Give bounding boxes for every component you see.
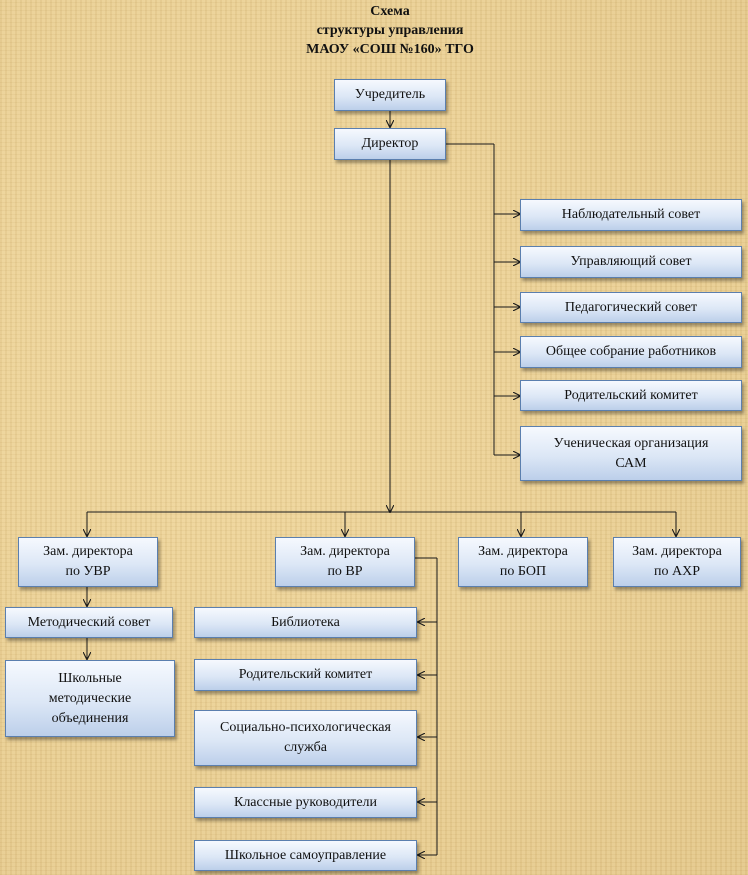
node-governing-board: Управляющий совет: [520, 246, 742, 278]
node-class-teachers-label: Классные руководители: [233, 794, 378, 810]
node-general-meeting-label: Общее собрание работников: [545, 344, 717, 359]
node-deputy-bop-label: Зам. директора по БОП: [478, 544, 568, 579]
node-parent-committee-vr-label: Родительский комитет: [238, 667, 373, 682]
node-founder-label: Учредитель: [354, 87, 426, 102]
node-governing-board-label: Управляющий совет: [570, 254, 692, 269]
diagram-title-line-2: структуры управления: [316, 23, 464, 38]
node-deputy-ahr-label: Зам. директора по АХР: [632, 544, 722, 579]
node-parent-committee-top-label: Родительский комитет: [564, 387, 698, 403]
node-social-psych-service-label: Социально-психологическая служба: [220, 720, 391, 755]
node-deputy-bop: Зам. директора по БОП: [458, 537, 588, 587]
node-founder: Учредитель: [334, 79, 446, 111]
node-library: Библиотека: [194, 607, 417, 638]
node-self-government-label: Школьное самоуправление: [224, 847, 387, 863]
node-student-org-label: Ученическая организация САМ: [553, 435, 709, 471]
node-social-psych-service: Социально-психологическая служба: [194, 710, 417, 766]
node-class-teachers: Классные руководители: [194, 787, 417, 818]
node-deputy-uvr: Зам. директора по УВР: [18, 537, 158, 587]
diagram-title-line-1: Схема: [370, 4, 410, 19]
node-methodical-associations: Школьные методические объединения: [5, 660, 175, 737]
node-deputy-vr-label: Зам. директора по ВР: [300, 544, 390, 579]
node-director-label: Директор: [361, 136, 419, 151]
node-parent-committee-vr: Родительский комитет: [194, 659, 417, 691]
node-pedagogical-council-label: Педагогический совет: [564, 299, 698, 315]
node-methodical-council: Методический совет: [5, 607, 173, 638]
node-supervisory-board-label: Наблюдательный совет: [561, 207, 701, 222]
node-supervisory-board: Наблюдательный совет: [520, 199, 742, 231]
node-self-government: Школьное самоуправление: [194, 840, 417, 871]
node-student-org: Ученическая организация САМ: [520, 426, 742, 481]
node-deputy-ahr: Зам. директора по АХР: [613, 537, 741, 587]
node-deputy-uvr-label: Зам. директора по УВР: [43, 544, 133, 579]
node-director: Директор: [334, 128, 446, 160]
node-library-label: Библиотека: [271, 614, 340, 630]
diagram-title-line-3: МАОУ «СОШ №160» ТГО: [306, 42, 474, 57]
node-general-meeting: Общее собрание работников: [520, 336, 742, 368]
node-deputy-vr: Зам. директора по ВР: [275, 537, 415, 587]
node-methodical-associations-label: Школьные методические объединения: [48, 670, 132, 726]
node-methodical-council-label: Методический совет: [27, 614, 151, 630]
node-parent-committee-top: Родительский комитет: [520, 380, 742, 411]
node-pedagogical-council: Педагогический совет: [520, 292, 742, 323]
